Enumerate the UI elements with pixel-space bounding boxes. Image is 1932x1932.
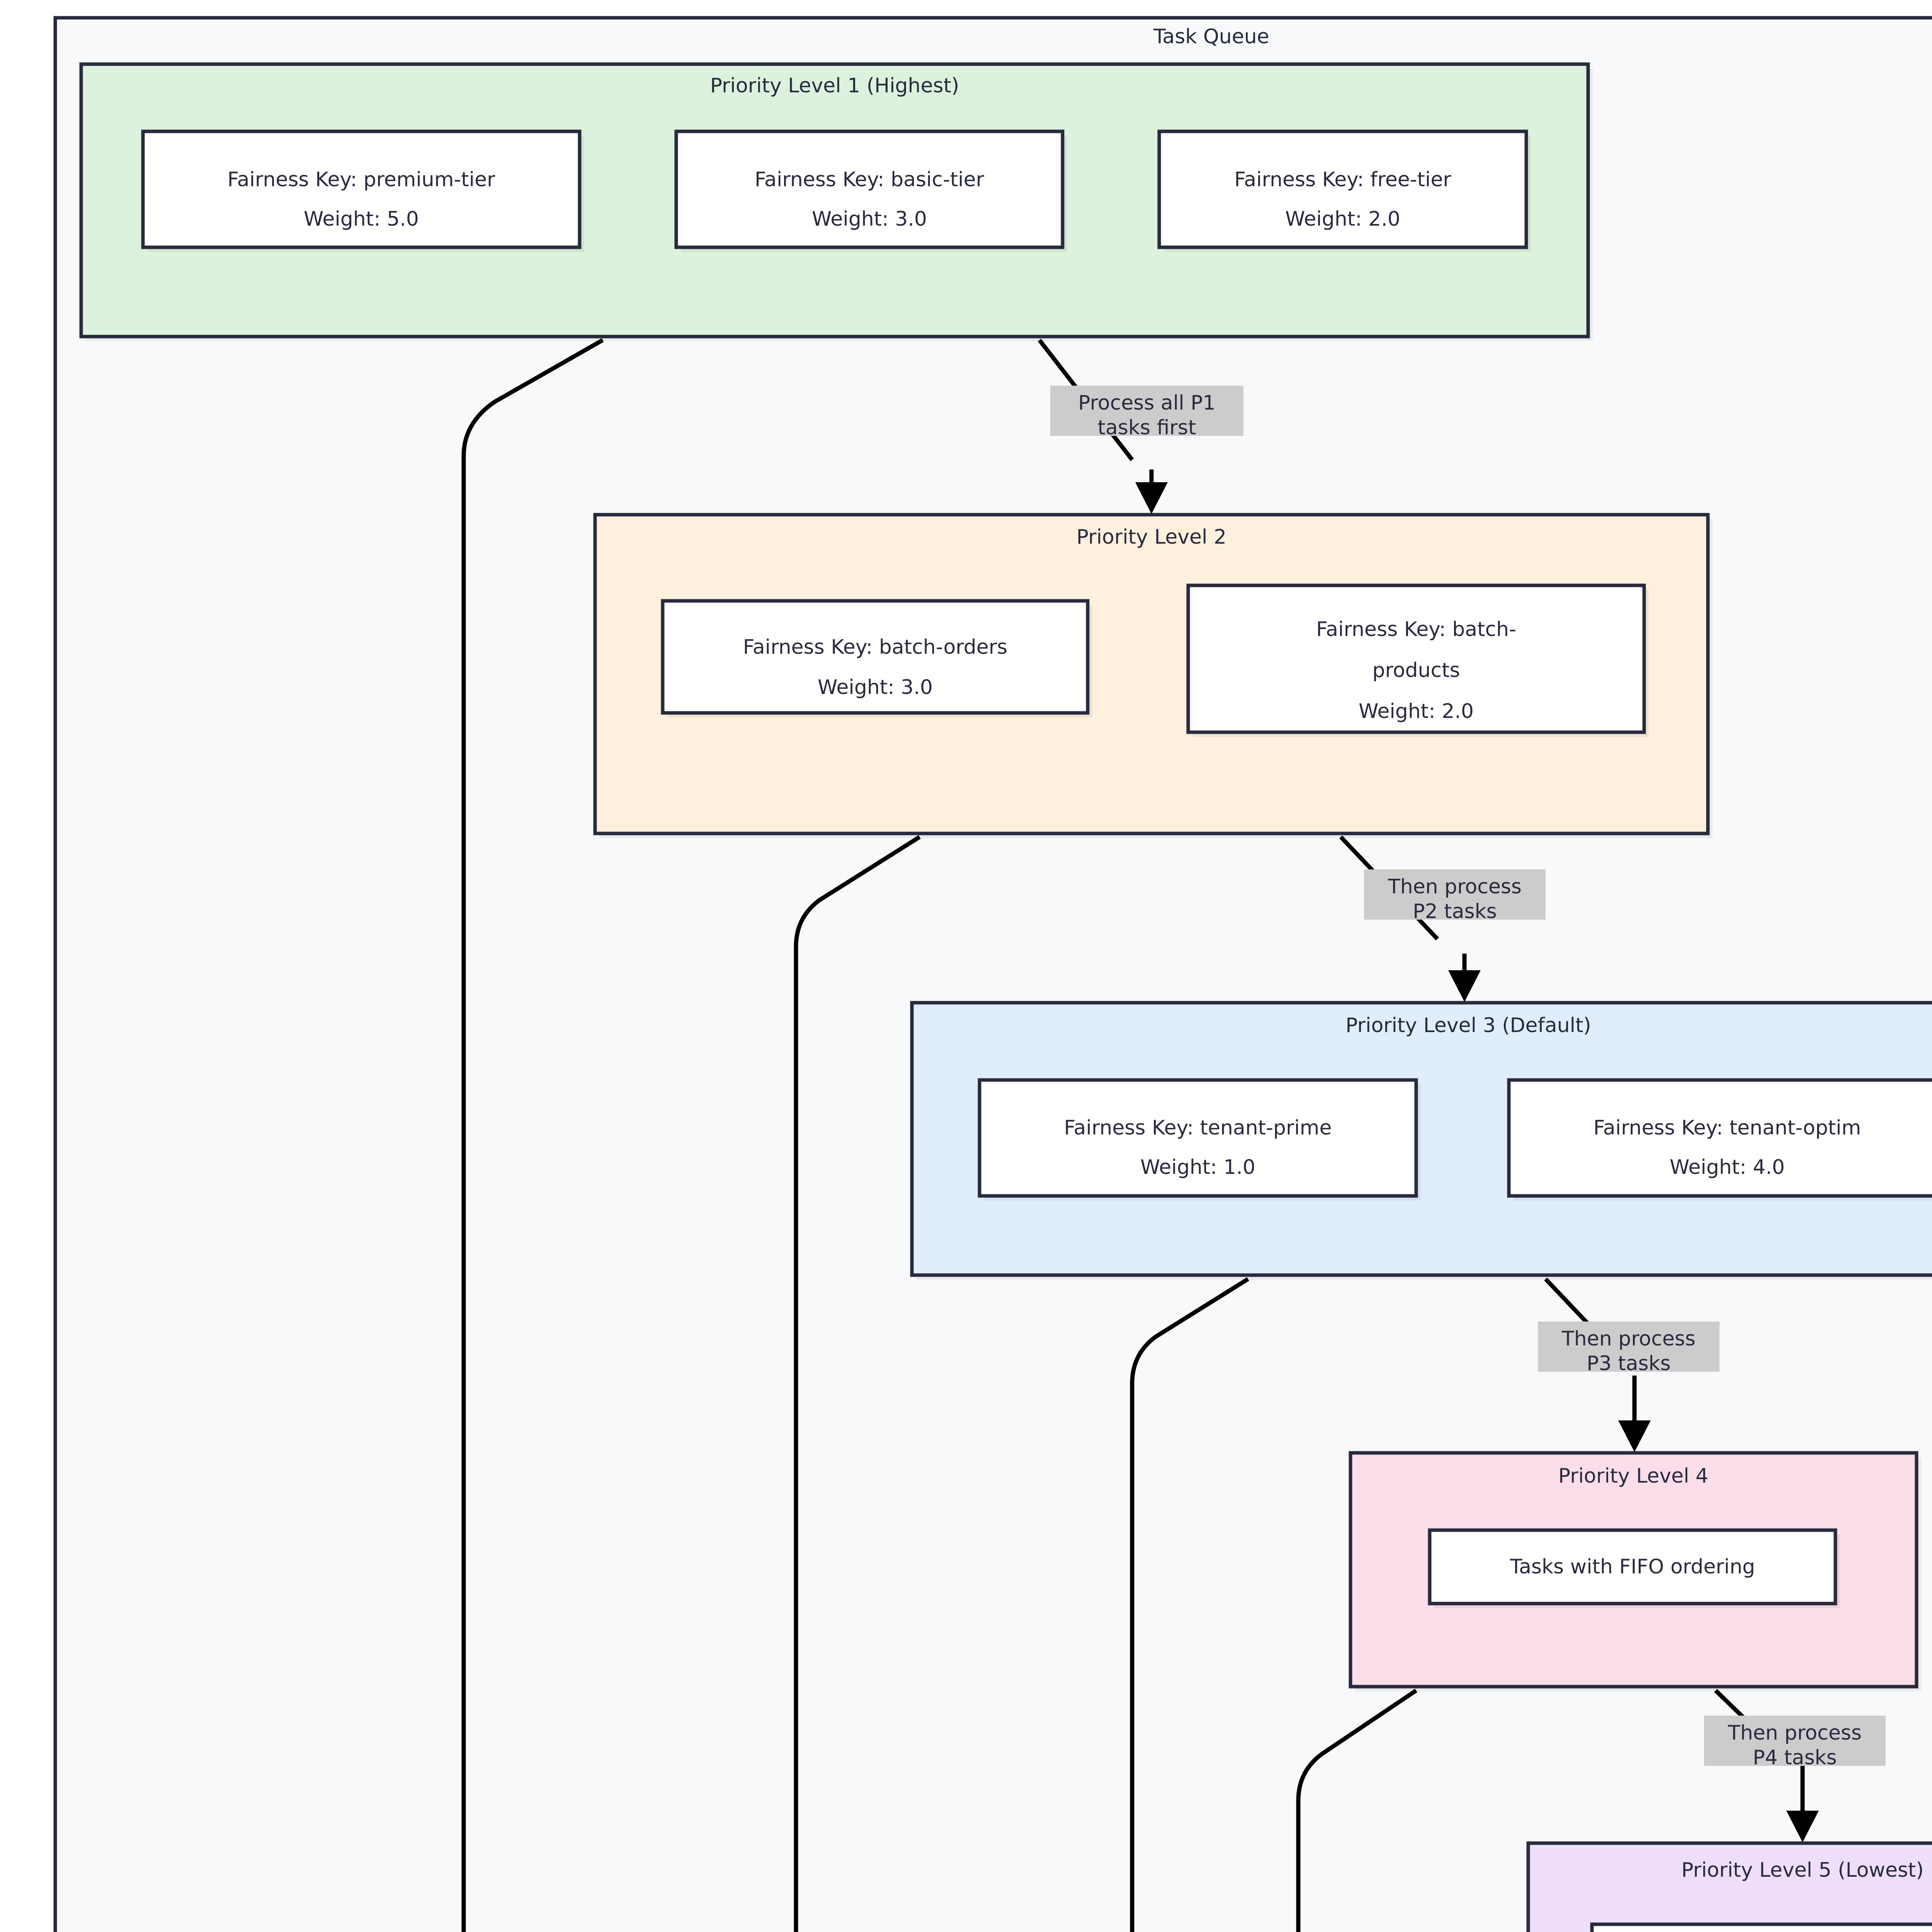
p5-title: Priority Level 5 (Lowest) (1681, 1859, 1923, 1882)
edge-label-3-line1: Then process (1561, 1327, 1696, 1350)
cluster-priority-level-4: Priority Level 4 Tasks with FIFO orderin… (1349, 1451, 1921, 1691)
edge-label-3-bg (1538, 1321, 1719, 1372)
p1-item1-key: Fairness Key: basic-tier (755, 168, 985, 191)
p3-item-tenant-optim: Fairness Key: tenant-optim Weight: 4.0 (1507, 1078, 1932, 1201)
p1-item2-box (1157, 129, 1528, 249)
p3-item-tenant-prime: Fairness Key: tenant-prime Weight: 1.0 (978, 1078, 1421, 1201)
p2-item1-box (1186, 583, 1646, 734)
cluster-priority-level-1: Priority Level 1 (Highest) Fairness Key:… (79, 62, 1593, 341)
arrowhead-p2-p3 (1448, 970, 1481, 1002)
p3-title: Priority Level 3 (Default) (1345, 1014, 1591, 1037)
edge-p1-to-workers (461, 338, 604, 1932)
edge-label-4-line2: P4 tasks (1753, 1746, 1837, 1769)
p1-title: Priority Level 1 (Highest) (710, 74, 959, 97)
p1-item0-key: Fairness Key: premium-tier (227, 168, 495, 191)
edge-p3-to-workers (1130, 1277, 1249, 1932)
p3-item1-weight: Weight: 4.0 (1670, 1156, 1785, 1179)
cluster-priority-level-5: Priority Level 5 (Lowest) Tasks with FIF… (1526, 1841, 1932, 1932)
p2-item0-key: Fairness Key: batch-orders (743, 636, 1007, 659)
p5-box (1526, 1841, 1932, 1932)
arrowhead-p4-p5 (1786, 1811, 1819, 1842)
cluster-priority-level-2: Priority Level 2 Fairness Key: batch-ord… (593, 513, 1713, 838)
p5-item-fifo: Tasks with FIFO ordering (1590, 1922, 1932, 1932)
cluster-priority-level-3: Priority Level 3 (Default) Fairness Key:… (910, 1001, 1932, 1280)
edge-label-p4-p5: Then process P4 tasks (1704, 1716, 1886, 1769)
edge-label-2-bg (1364, 869, 1546, 920)
p2-item1-key: Fairness Key: batch- (1316, 618, 1516, 641)
p1-item1-weight: Weight: 3.0 (812, 207, 927, 231)
p4-item0-box (1428, 1528, 1837, 1605)
p1-item2-key: Fairness Key: free-tier (1234, 168, 1451, 191)
p2-item1-weight: Weight: 2.0 (1359, 700, 1474, 723)
edge-label-2-line1: Then process (1388, 875, 1522, 898)
edge-label-1-bg (1050, 386, 1243, 436)
p1-item0-weight: Weight: 5.0 (304, 207, 419, 231)
arrowhead-p1-p2 (1135, 482, 1168, 514)
p3-item0-weight: Weight: 1.0 (1140, 1156, 1255, 1179)
p1-item2-weight: Weight: 2.0 (1285, 207, 1400, 231)
edge-p4-to-workers (1296, 1689, 1418, 1932)
p2-title: Priority Level 2 (1077, 526, 1226, 549)
p2-item-batch-products: Fairness Key: batch- products Weight: 2.… (1186, 583, 1649, 737)
edge-label-1-line1: Process all P1 (1078, 391, 1216, 415)
p3-item0-box (978, 1078, 1418, 1198)
p5-item0-box (1590, 1922, 1932, 1932)
p2-item0-box (661, 599, 1090, 715)
edge-label-4-bg (1704, 1716, 1886, 1766)
p2-item1-key2: products (1372, 659, 1460, 682)
edge-label-p2-p3: Then process P2 tasks (1364, 869, 1546, 923)
p1-item1-box (674, 129, 1065, 249)
p3-item0-key: Fairness Key: tenant-prime (1064, 1116, 1332, 1139)
p4-item-fifo: Tasks with FIFO ordering (1428, 1528, 1840, 1608)
p2-item0-weight: Weight: 3.0 (818, 676, 933, 699)
p1-item-free-tier: Fairness Key: free-tier Weight: 2.0 (1157, 129, 1531, 252)
edge-p2-to-workers (794, 835, 921, 1932)
p1-item0-box (141, 129, 582, 249)
task-queue-title: Task Queue (1153, 25, 1269, 48)
edge-label-p1-p2: Process all P1 tasks first (1050, 386, 1243, 439)
edge-label-1-line2: tasks first (1098, 416, 1196, 439)
edge-label-p3-p4: Then process P3 tasks (1538, 1321, 1719, 1375)
p3-item1-box (1507, 1078, 1932, 1198)
p2-item-batch-orders: Fairness Key: batch-orders Weight: 3.0 (661, 599, 1092, 718)
p1-item-premium-tier: Fairness Key: premium-tier Weight: 5.0 (141, 129, 584, 252)
edge-label-2-line2: P2 tasks (1413, 900, 1497, 923)
p1-item-basic-tier: Fairness Key: basic-tier Weight: 3.0 (674, 129, 1067, 252)
edge-label-4-line1: Then process (1728, 1721, 1862, 1745)
p3-item1-key: Fairness Key: tenant-optim (1594, 1116, 1861, 1139)
p4-title: Priority Level 4 (1558, 1464, 1708, 1488)
edge-label-3-line2: P3 tasks (1587, 1352, 1671, 1375)
arrowhead-p3-p4 (1618, 1420, 1651, 1452)
p4-item0-label: Tasks with FIFO ordering (1510, 1555, 1755, 1578)
